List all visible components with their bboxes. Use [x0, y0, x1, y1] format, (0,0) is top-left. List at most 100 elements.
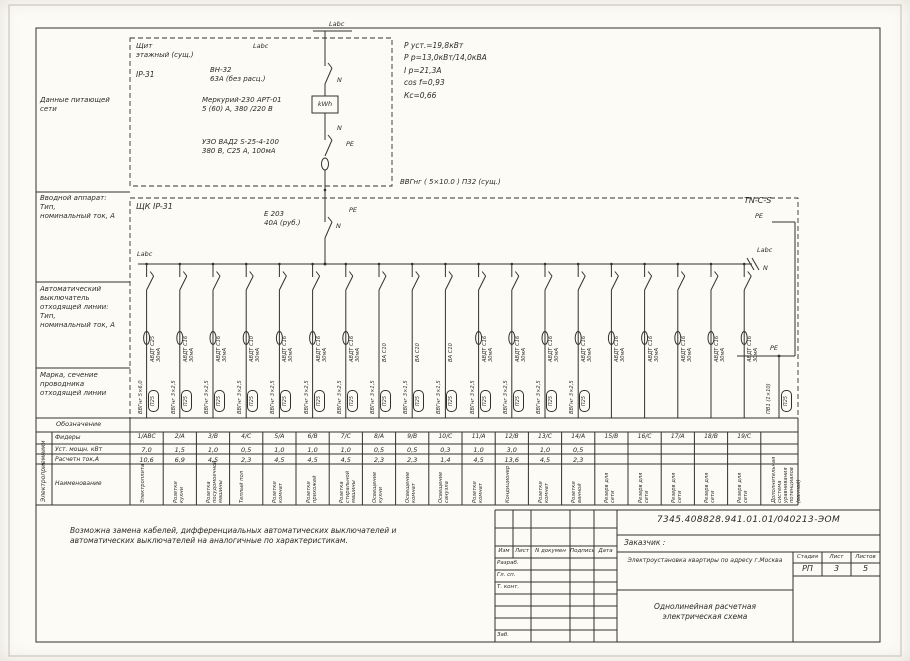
feeder-current-cell: 4,5 — [340, 456, 351, 464]
feeder-cable-label: ВВГнг 3×2,5 — [469, 380, 476, 414]
feeder-breaker-label: АВДТ С16 30мА — [714, 335, 727, 362]
feeder-conduit-tag: П25 — [280, 390, 292, 412]
feeder-cable-label: ВВГнг 3×2,5 — [237, 380, 244, 414]
feeder-current-cell: 4,5 — [539, 456, 551, 464]
feeder-power-cell: 0,5 — [373, 446, 385, 454]
feeder-conduit-tag: П25 — [413, 390, 425, 412]
rev-header-date: Дата — [598, 548, 613, 554]
feeder-conduit-tag: П25 — [579, 390, 591, 412]
sheet-value: 3 — [833, 564, 840, 573]
feeder-id-cell: 17/А — [670, 433, 685, 440]
feeder-cable-label: ВВГнг 3×2,5 — [336, 380, 343, 414]
row-label-feeders: Фидеры — [55, 434, 81, 441]
stage-value: РП — [802, 564, 813, 573]
feeder-id-cell: 16/С — [637, 433, 652, 440]
titleblock-grid — [494, 509, 880, 642]
bus-label-left: Labc — [137, 250, 153, 258]
feeder-power-cell: 1,5 — [174, 446, 185, 454]
panel-switch-label: Е 203 40А (руб.) — [264, 210, 301, 228]
bus-label-riser-top: Labc — [329, 20, 345, 28]
feeder-name-cell: Розетка стиральной машины — [338, 470, 358, 503]
feeder-name-cell: Резерв для сети — [704, 472, 717, 503]
feeder-power-cell: 1,0 — [274, 446, 285, 454]
kwh-meter-box-label: kWh — [317, 100, 333, 108]
feeder-power-cell: 1,0 — [307, 446, 318, 454]
titleblock-bottom-left: Заб. — [497, 632, 510, 638]
feeder-breaker-label: АВДТ С16 30мА — [647, 335, 660, 362]
pe-label-1: PE — [346, 140, 355, 148]
feeder-name-cell: Резерв для сети — [670, 472, 683, 503]
customer-label: Заказчик : — [624, 538, 666, 547]
meter-label: Меркурий-230 АРТ-01 5 (60) А, 380 /220 В — [202, 96, 282, 114]
apartment-panel-box — [129, 197, 799, 419]
feeder-current-cell: 4,5 — [473, 456, 484, 464]
feeder-id-cell: 8/А — [374, 433, 384, 440]
feeder-name-cell: Освещение кухни — [372, 471, 385, 503]
feeder-breaker-label: АВДТ С16 30мА — [282, 335, 295, 362]
earthing-system-label: TN-C-S — [744, 196, 772, 205]
feeder-id-cell: 4/С — [241, 433, 252, 440]
feeder-breaker-label: АВДТ С16 30мА — [680, 335, 693, 362]
stage-header: Стадия — [796, 554, 819, 560]
feeder-breaker-label: ВА С10 — [382, 343, 388, 362]
feeder-id-cell: 2/А — [174, 433, 185, 440]
feeder-cable-label: ВВГнг 3×2,5 — [204, 380, 210, 414]
feeder-name-cell: Резерв для сети — [637, 472, 650, 503]
feeder-id-cell: 10/С — [438, 433, 453, 440]
main-switch-label: ВН-32 63А (без расц.) — [210, 66, 266, 84]
feeder-cable-label: ВВГнг 3×2,5 — [270, 380, 277, 414]
feeder-cable-label: ВВГнг 3×1,5 — [436, 380, 443, 414]
feeder-id-cell: 6/В — [307, 433, 318, 440]
feeder-current-cell: 4,5 — [307, 456, 318, 464]
feeder-breaker-label: ВА С10 — [448, 343, 455, 362]
feeder-power-cell: 0,5 — [241, 446, 252, 454]
bus-label-top-left: Labc — [253, 42, 269, 50]
feeder-name-cell: Розетки комнат — [538, 481, 551, 503]
feeder-conduit-tag: П25 — [546, 390, 557, 412]
feeder-conduit-tag: П25 — [180, 390, 192, 412]
rev-header-list: Лист — [515, 548, 529, 554]
feeder-breaker-label: АВДТ С16 30мА — [216, 335, 229, 362]
feeder-breaker-label: АВДТ С16 30мА — [481, 335, 494, 362]
rev-header-ndoc: N докумен — [535, 548, 566, 554]
feeder-current-cell: 4,5 — [207, 456, 219, 464]
feeder-name-cell: Розетки прихожей — [305, 475, 318, 503]
feeder-name-cell: Розетки кухни — [172, 481, 185, 503]
feeder-name-cell: Теплый пол — [239, 470, 246, 503]
feeder-current-cell: 2,3 — [573, 456, 584, 464]
feeder-id-cell: 15/В — [604, 433, 619, 440]
feeder-breaker-label: АВДТ С25 30мА — [149, 335, 162, 362]
header-cable-mark: Марка, сечение проводника отходящей лини… — [40, 371, 107, 398]
feeder-lines — [143, 262, 762, 505]
feeder-power-cell: 1,0 — [473, 446, 484, 454]
feeder-conduit-tag: П25 — [512, 390, 524, 412]
bonding-cable-label: ПВ1 (1×10) — [766, 383, 773, 414]
feeder-name-cell: Розетка посудомоечной машины — [206, 460, 225, 503]
feeder-conduit-tag: П25 — [380, 390, 391, 412]
feeder-power-cell: 7,0 — [141, 446, 152, 454]
feeder-breaker-label: ВА С10 — [415, 343, 422, 362]
sheet-frame — [8, 4, 902, 657]
n-label-3: N — [336, 222, 341, 230]
feeder-cable-label: ВВГнг 3×1,5 — [403, 380, 410, 414]
feeder-name-cell: Розетки комнат — [471, 481, 484, 503]
header-input-device: Вводной аппарат: Тип, номинальный ток, А — [40, 194, 115, 221]
feeder-breaker-label: АВДТ С16 30мА — [548, 335, 561, 362]
pe-bus-label: PE — [770, 344, 779, 352]
supply-cable-label: ВВГнг ( 5×10.0 ) П32 (сущ.) — [400, 178, 501, 186]
feeder-name-cell: Электроплита — [139, 463, 146, 503]
feeder-id-cell: 18/В — [704, 433, 718, 440]
feeder-id-cell: 3/В — [208, 433, 218, 440]
feeder-name-cell: Резерв для сети — [737, 472, 750, 503]
feeder-breaker-label: АВДТ С16 30мА — [348, 335, 361, 362]
n-label-1: N — [337, 76, 342, 84]
pe-label-2: PE — [349, 206, 358, 214]
feeder-power-cell: 0,3 — [440, 446, 451, 454]
floor-panel-ip: IP-31 — [136, 70, 155, 79]
feeder-power-cell: 1,0 — [539, 446, 551, 454]
row-label-name: Наименование — [55, 480, 102, 487]
feeder-breaker-label: АВДТ С16 30мА — [581, 335, 594, 362]
feeder-cable-label: ВВГнг 3×2,5 — [536, 380, 542, 414]
feeder-breaker-label: АВДТ С16 30мА — [614, 335, 627, 362]
